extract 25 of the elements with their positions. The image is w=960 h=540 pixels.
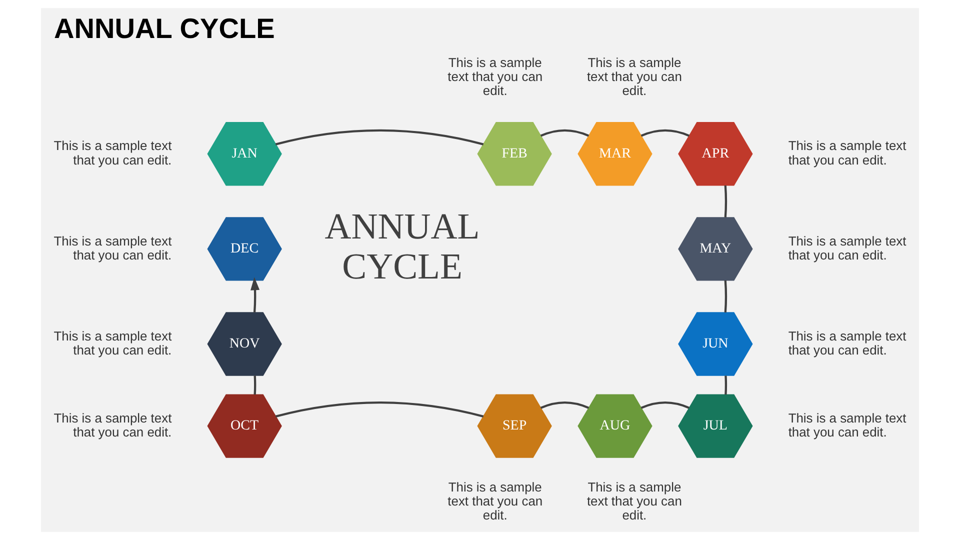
arrow [250,277,260,312]
node-label: This is a sample text that you can edit. [788,410,906,440]
node-label: This is a sample text that you can edit. [586,480,682,523]
node-label: This is a sample text that you can edit. [54,233,172,262]
connector [640,402,690,409]
node-label: This is a sample text that you can edit. [448,55,543,98]
connector [724,376,728,395]
connector [275,402,484,418]
node-label: This is a sample text that you can edit. [448,480,543,523]
node-label: This is a sample text that you can edit. [788,233,906,262]
node-label: This is a sample text that you can edit. [54,138,172,168]
connector [724,185,728,218]
diagram-title: ANNUAL CYCLE [54,13,275,44]
connector [640,129,690,137]
connector [254,376,256,395]
connector [540,129,590,137]
node-label: This is a sample text that you can edit. [54,328,172,358]
node-label: This is a sample text that you can edit. [788,328,906,358]
node-label: This is a sample text that you can edit. [788,138,906,168]
node-label: This is a sample text that you can edit. [586,55,682,98]
connector [540,402,590,409]
label: ANNUAL CYCLE [324,205,480,286]
connector [275,129,484,146]
node-label: This is a sample text that you can edit. [54,410,172,440]
connector [724,280,728,312]
